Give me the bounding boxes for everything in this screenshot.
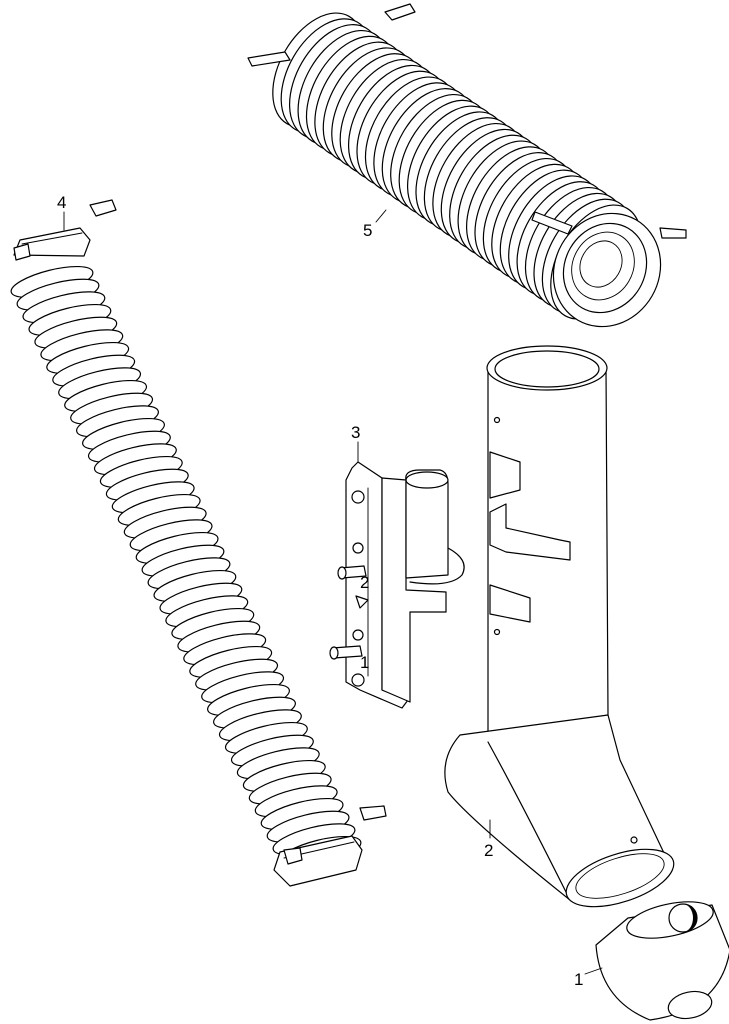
callout-5: 5 [363,209,387,240]
svg-text:3: 3 [351,423,360,442]
svg-text:5: 5 [363,221,372,240]
svg-text:2: 2 [484,841,493,860]
svg-text:1: 1 [574,970,583,989]
part-1-end-cap [595,901,729,1021]
callout-4: 4 [57,193,66,231]
part-2-y-connector [444,345,675,908]
part-3-mounting-bracket: 2 1 [329,461,465,709]
callout-2: 2 [484,819,493,860]
part-5-short-hose [247,3,687,328]
bracket-mark-1: 1 [360,653,369,672]
bracket-mark-2: 2 [360,573,369,592]
callout-3: 3 [351,423,360,463]
callout-1: 1 [574,967,603,989]
part-4-long-hose [10,199,387,887]
svg-text:4: 4 [57,193,66,212]
